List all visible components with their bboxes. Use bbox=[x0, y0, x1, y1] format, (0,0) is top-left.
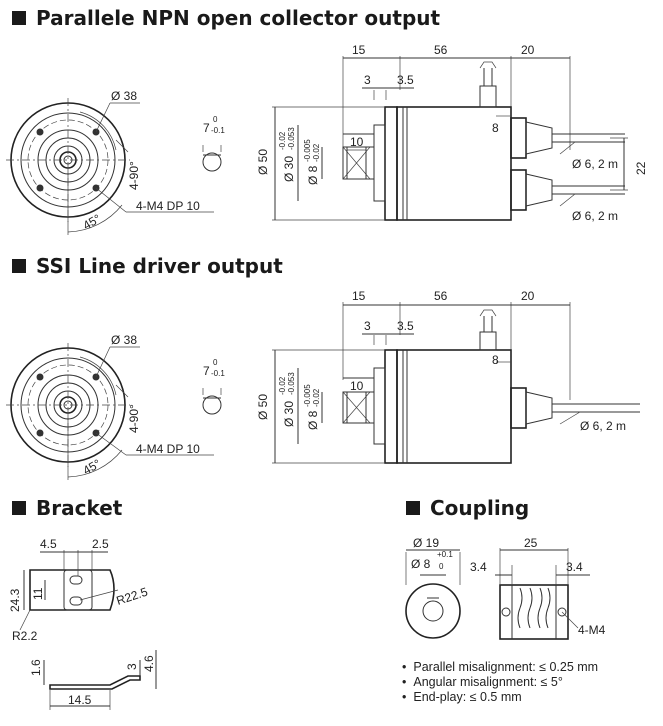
coupling-drawing bbox=[405, 548, 590, 640]
label-m4-ssi: 4-M4 DP 10 bbox=[136, 442, 200, 456]
label-coupling-d19: Ø 19 bbox=[413, 536, 439, 550]
label-3-5-ssi: 3.5 bbox=[397, 319, 414, 333]
label-bracket-r22-5: R22.5 bbox=[115, 585, 150, 608]
label-bracket-4-6: 4.6 bbox=[142, 655, 156, 672]
label-bracket-11: 11 bbox=[31, 587, 45, 600]
label-d8-tol1-ssi: -0.005 bbox=[303, 384, 312, 407]
label-coupling-3-4-left: 3.4 bbox=[470, 560, 487, 574]
square-bullet-icon bbox=[12, 258, 26, 273]
square-bullet-icon bbox=[12, 500, 26, 515]
label-20: 20 bbox=[521, 43, 535, 57]
label-d50: Ø 50 bbox=[256, 149, 270, 175]
label-m4: 4-M4 DP 10 bbox=[136, 199, 200, 213]
label-coupling-4-m4: 4-M4 bbox=[578, 623, 606, 637]
bracket-drawing bbox=[19, 550, 157, 710]
section-title-bracket: Bracket bbox=[12, 496, 122, 520]
label-d30-tol1: -0.02 bbox=[278, 131, 287, 150]
label-zero-ssi: 0 bbox=[213, 358, 218, 367]
square-bullet-icon bbox=[406, 500, 420, 515]
note-parallel-misalignment: Parallel misalignment: ≤ 0.25 mm bbox=[402, 660, 598, 675]
label-zero: 0 bbox=[213, 115, 218, 124]
label-d50-ssi: Ø 50 bbox=[256, 394, 270, 420]
label-56: 56 bbox=[434, 43, 448, 57]
label-15: 15 bbox=[352, 43, 366, 57]
note-angular-misalignment: Angular misalignment: ≤ 5° bbox=[402, 675, 598, 690]
label-coupling-d8-tol1: +0.1 bbox=[437, 550, 453, 559]
label-3-5: 3.5 bbox=[397, 73, 414, 87]
label-d38: Ø 38 bbox=[111, 89, 137, 103]
label-8: 8 bbox=[492, 121, 499, 135]
npn-front-view bbox=[6, 98, 214, 235]
label-d8-tol2-ssi: -0.02 bbox=[312, 388, 321, 407]
label-minus01-ssi: -0.1 bbox=[211, 369, 225, 378]
label-d30-tol2-ssi: -0.053 bbox=[287, 372, 296, 395]
label-d30-ssi: Ø 30 bbox=[282, 401, 296, 427]
label-bracket-14-5: 14.5 bbox=[68, 693, 92, 707]
ssi-side-view bbox=[272, 302, 640, 464]
label-bracket-24-3: 24.3 bbox=[8, 588, 22, 612]
ssi-front-view bbox=[6, 343, 214, 480]
label-minus01: -0.1 bbox=[211, 126, 225, 135]
label-d8-tol1: -0.005 bbox=[303, 139, 312, 162]
label-cable-2: Ø 6, 2 m bbox=[572, 209, 618, 223]
label-d30-tol2: -0.053 bbox=[287, 127, 296, 150]
label-seven-ssi: 7 bbox=[203, 364, 210, 378]
label-coupling-3-4-right: 3.4 bbox=[566, 560, 583, 574]
label-10: 10 bbox=[350, 135, 364, 149]
label-coupling-d8: Ø 8 bbox=[411, 557, 431, 571]
label-3: 3 bbox=[364, 73, 371, 87]
label-3-ssi: 3 bbox=[364, 319, 371, 333]
label-d8-ssi: Ø 8 bbox=[306, 410, 320, 430]
label-bracket-1-6: 1.6 bbox=[29, 659, 43, 676]
npn-shaft-detail bbox=[202, 145, 222, 172]
label-4-90deg: 4-90° bbox=[127, 161, 141, 190]
note-end-play: End-play: ≤ 0.5 mm bbox=[402, 690, 598, 705]
label-56-ssi: 56 bbox=[434, 289, 448, 303]
section-title-coupling: Coupling bbox=[406, 496, 529, 520]
npn-side-view bbox=[272, 56, 628, 221]
label-cable-ssi: Ø 6, 2 m bbox=[580, 419, 626, 433]
label-4-90deg-ssi: 4-90° bbox=[127, 404, 141, 433]
label-20-ssi: 20 bbox=[521, 289, 535, 303]
label-10-ssi: 10 bbox=[350, 379, 364, 393]
section-title-ssi: SSI Line driver output bbox=[12, 254, 283, 278]
label-bracket-2-5: 2.5 bbox=[92, 537, 109, 551]
label-seven: 7 bbox=[203, 121, 210, 135]
label-22: 22 bbox=[634, 161, 648, 175]
ssi-shaft-detail bbox=[202, 388, 222, 415]
label-cable-1: Ø 6, 2 m bbox=[572, 157, 618, 171]
label-d8-tol2: -0.02 bbox=[312, 143, 321, 162]
label-bracket-3: 3 bbox=[125, 663, 139, 670]
coupling-notes: Parallel misalignment: ≤ 0.25 mm Angular… bbox=[402, 660, 598, 705]
label-d30-tol1-ssi: -0.02 bbox=[278, 376, 287, 395]
label-d8: Ø 8 bbox=[306, 165, 320, 185]
section-title-npn: Parallele NPN open collector output bbox=[12, 6, 440, 30]
label-d30: Ø 30 bbox=[282, 156, 296, 182]
label-d38-ssi: Ø 38 bbox=[111, 333, 137, 347]
label-bracket-r2-2: R2.2 bbox=[12, 629, 38, 643]
label-bracket-4-5: 4.5 bbox=[40, 537, 57, 551]
label-8-ssi: 8 bbox=[492, 353, 499, 367]
square-bullet-icon bbox=[12, 10, 26, 25]
label-15-ssi: 15 bbox=[352, 289, 366, 303]
label-coupling-25: 25 bbox=[524, 536, 538, 550]
label-coupling-d8-tol2: 0 bbox=[439, 562, 444, 571]
